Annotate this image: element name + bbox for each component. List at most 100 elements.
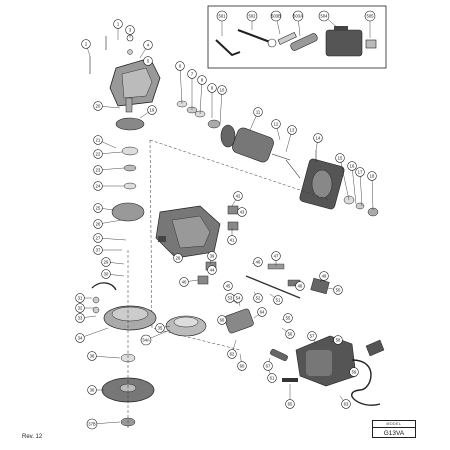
callout-circle xyxy=(263,361,273,371)
callout-circle xyxy=(93,181,103,191)
callout-circle xyxy=(285,399,295,409)
callout-circle xyxy=(270,10,282,22)
callout-number: 44 xyxy=(210,268,215,273)
part-callout-27: 27 xyxy=(93,233,103,243)
part-callout-40: 40 xyxy=(179,277,189,287)
callout-circle xyxy=(155,323,165,333)
part-callout-57: 57 xyxy=(307,331,317,341)
callout-number: 62 xyxy=(230,352,235,357)
callout-circle xyxy=(87,351,97,361)
part-callout-37: 37 xyxy=(93,245,103,255)
callout-circle xyxy=(179,277,189,287)
leader-line xyxy=(219,89,223,125)
callout-number: 504 xyxy=(321,14,329,19)
callout-number: 41 xyxy=(230,238,235,243)
callout-circle xyxy=(143,40,153,50)
part-callout-37b: 37B xyxy=(86,418,98,430)
callout-circle xyxy=(318,10,330,22)
part-callout-13: 13 xyxy=(287,125,297,135)
callout-number: 8 xyxy=(201,78,204,83)
cord-armor xyxy=(270,348,288,362)
callout-circle xyxy=(93,219,103,229)
part-callout-8: 8 xyxy=(197,75,207,85)
handle-cover xyxy=(295,335,357,387)
callout-number: 59 xyxy=(352,370,357,375)
callout-number: 10 xyxy=(220,88,225,93)
part-callout-25: 25 xyxy=(93,203,103,213)
callout-circle xyxy=(125,25,135,35)
part-callout-54: 54 xyxy=(233,293,243,303)
callout-circle xyxy=(223,281,233,291)
part-callout-58: 58 xyxy=(333,335,343,345)
callout-circle xyxy=(355,167,365,177)
part-callout-14: 14 xyxy=(313,133,323,143)
callout-circle xyxy=(93,101,103,111)
part-callout-53: 53 xyxy=(225,293,235,303)
callout-circle xyxy=(364,10,376,22)
alignment-guide xyxy=(149,139,241,351)
callout-circle xyxy=(273,295,283,305)
cord-and-plug xyxy=(351,339,385,406)
callout-circle xyxy=(227,235,237,245)
callout-circle xyxy=(233,191,243,201)
switch-rod xyxy=(245,263,301,299)
callout-number: 31 xyxy=(78,296,83,301)
part-callout-39: 39 xyxy=(207,251,217,261)
wheel-guard xyxy=(103,305,157,331)
callout-circle xyxy=(319,271,329,281)
part-callout-4: 4 xyxy=(143,40,153,50)
stator xyxy=(285,150,345,210)
callout-number: 46 xyxy=(256,260,261,265)
callout-circle xyxy=(257,307,267,317)
callout-circle xyxy=(81,39,91,49)
callout-circle xyxy=(207,83,217,93)
callout-circle xyxy=(271,251,281,261)
callout-number: 61 xyxy=(270,376,275,381)
callout-number: 58 xyxy=(336,338,341,343)
callout-number: 14 xyxy=(316,136,321,141)
callout-number: 50 xyxy=(336,288,341,293)
callout-circle xyxy=(75,313,85,323)
callout-circle xyxy=(285,329,295,339)
accessory-hex-wrench xyxy=(215,39,241,57)
callout-number: 49 xyxy=(322,274,327,279)
callout-circle xyxy=(253,107,263,117)
callout-circle xyxy=(147,105,157,115)
callout-circle xyxy=(253,257,263,267)
callout-number: 34A xyxy=(142,338,150,343)
callout-circle xyxy=(313,133,323,143)
part-callout-66: 66 xyxy=(217,315,227,325)
leader-line xyxy=(179,65,183,105)
callout-number: 43 xyxy=(240,210,245,215)
callout-number: 26 xyxy=(96,222,101,227)
callout-number: 11 xyxy=(256,110,261,115)
callout-circle xyxy=(140,334,152,346)
part-callout-28: 28 xyxy=(173,253,183,263)
callout-circle xyxy=(101,269,111,279)
part-callout-7: 7 xyxy=(187,69,197,79)
screw-set-upper xyxy=(89,34,134,74)
callout-number: 67 xyxy=(266,364,271,369)
part-callout-32: 32 xyxy=(75,303,85,313)
part-callout-59: 59 xyxy=(349,367,359,377)
callout-number: 1 xyxy=(117,22,120,27)
part-callout-501: 501 xyxy=(216,10,228,22)
part-callout-34: 34 xyxy=(75,333,85,343)
part-callout-26: 26 xyxy=(93,219,103,229)
part-callout-3: 3 xyxy=(125,25,135,35)
callout-number: 36 xyxy=(90,388,95,393)
revision-label: Rev. 12 xyxy=(22,434,43,440)
part-callout-2: 2 xyxy=(81,39,91,49)
callout-circle xyxy=(295,281,305,291)
name-plate xyxy=(282,378,298,382)
part-callout-61: 61 xyxy=(267,373,277,383)
part-callout-34a: 34A xyxy=(140,334,152,346)
part-callout-60: 60 xyxy=(237,361,247,371)
leader-line xyxy=(371,175,374,211)
callout-number: 502 xyxy=(249,14,257,19)
callout-number: 21 xyxy=(96,138,101,143)
callout-number: 55 xyxy=(286,316,291,321)
leader-line xyxy=(79,327,109,339)
